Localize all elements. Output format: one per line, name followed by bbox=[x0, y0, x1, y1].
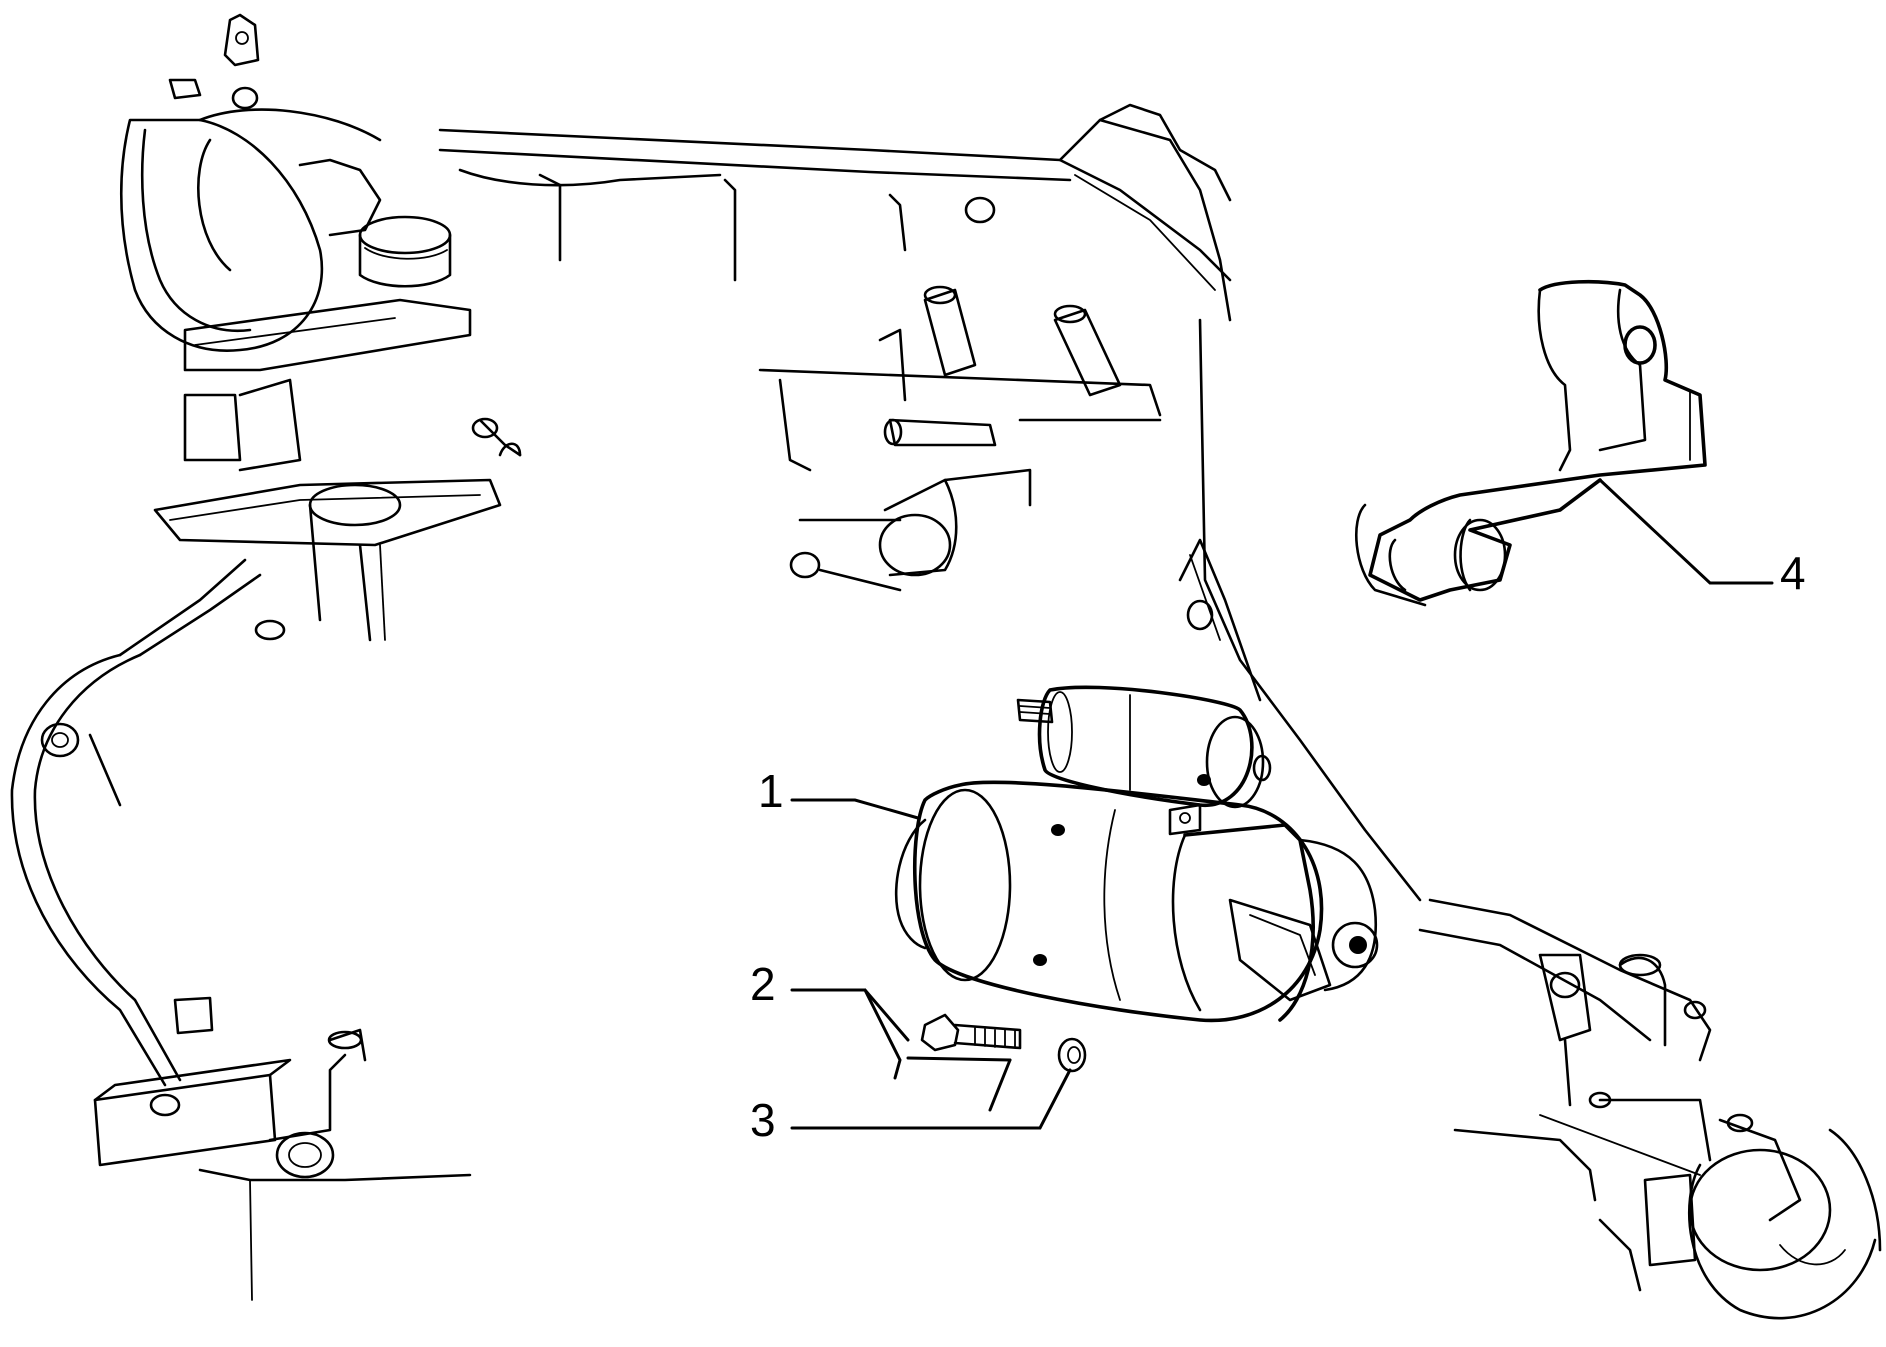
callout-number-2: 2 bbox=[750, 958, 776, 1010]
support-bracket bbox=[1354, 279, 1707, 607]
washer-nut bbox=[1057, 1037, 1087, 1073]
bolt bbox=[920, 1013, 1022, 1052]
leader-line-1 bbox=[790, 798, 920, 820]
leader-line-2c bbox=[906, 1056, 1012, 1062]
callout-number-3: 3 bbox=[750, 1094, 776, 1146]
leader-line-2b bbox=[863, 988, 902, 1080]
callout-leaders bbox=[790, 478, 1774, 1130]
callout-number-4: 4 bbox=[1780, 547, 1806, 599]
leader-line-4 bbox=[1598, 478, 1774, 585]
engine-block-drawing bbox=[10, 13, 1882, 1320]
callout-labels: 1 2 3 4 bbox=[750, 547, 1806, 1146]
leader-line-2d bbox=[988, 1058, 1012, 1112]
leader-line-3 bbox=[790, 1068, 1072, 1130]
leader-line-2a bbox=[790, 988, 910, 1042]
starter-motor bbox=[894, 685, 1379, 1023]
callout-number-1: 1 bbox=[758, 765, 784, 817]
